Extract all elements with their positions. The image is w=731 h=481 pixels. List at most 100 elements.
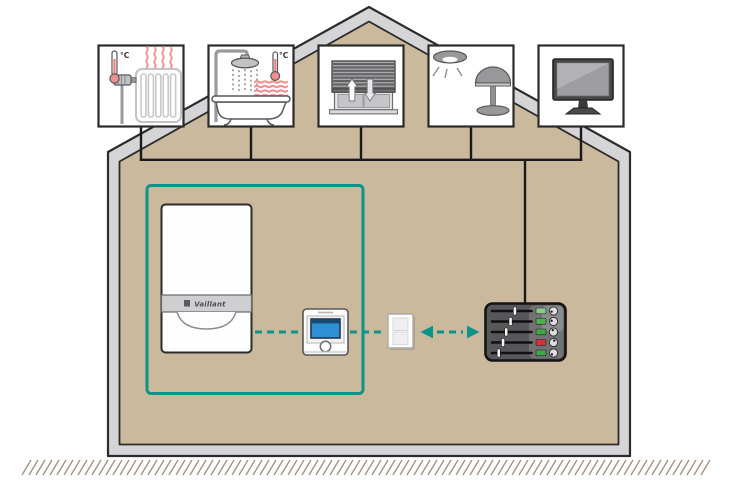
ground-hatch-line xyxy=(371,459,382,476)
knob-indicator-dot xyxy=(551,328,554,332)
ground-hatch-line xyxy=(154,459,165,476)
ground-hatch-line xyxy=(273,459,284,476)
arrowhead-right-icon xyxy=(467,325,480,339)
ground-hatch-line xyxy=(469,459,480,476)
ground-hatch-line xyxy=(413,459,424,476)
ground-hatch-line xyxy=(630,459,641,476)
panel-slider-row xyxy=(490,316,559,327)
venetian-blind xyxy=(331,60,396,93)
ground-hatch-line xyxy=(217,459,228,476)
system-boundary-box xyxy=(145,184,365,395)
ground-hatch-line xyxy=(49,459,60,476)
ground-hatch-line xyxy=(133,459,144,476)
radiator xyxy=(135,68,182,123)
ground-hatch-line xyxy=(287,459,298,476)
ground-hatch-line xyxy=(315,459,326,476)
ground-hatch-line xyxy=(21,459,32,476)
ground-hatch-line xyxy=(203,459,214,476)
ground-hatch-line xyxy=(112,459,123,476)
ground-hatch-line xyxy=(126,459,137,476)
slider-handle xyxy=(501,338,505,347)
monitor xyxy=(552,58,614,115)
ground-hatch-line xyxy=(406,459,417,476)
boiler: Vaillant xyxy=(160,203,253,354)
ground-hatch-line xyxy=(140,459,151,476)
ground-hatch-line xyxy=(560,459,571,476)
ground-hatch-line xyxy=(700,459,711,476)
ground-hatch-line xyxy=(427,459,438,476)
ground-hatch-line xyxy=(581,459,592,476)
ground-hatch-line xyxy=(497,459,508,476)
shower-pipe xyxy=(214,49,249,122)
ground-hatch-line xyxy=(609,459,620,476)
ground-hatch-line xyxy=(161,459,172,476)
rotary-knob xyxy=(548,327,559,337)
ground-hatch-line xyxy=(252,459,263,476)
ground-hatch-line xyxy=(63,459,74,476)
ground-hatch-line xyxy=(532,459,543,476)
ground-hatch-line xyxy=(175,459,186,476)
ground-hatch-line xyxy=(280,459,291,476)
temperature-unit-label: °C xyxy=(120,51,130,60)
radiator-heating-icon: °C xyxy=(97,44,185,128)
ground-hatch-line xyxy=(476,459,487,476)
ground-hatch-line xyxy=(588,459,599,476)
ground-hatch-line xyxy=(574,459,585,476)
ground-hatch-line xyxy=(616,459,627,476)
knob-indicator-dot xyxy=(553,339,556,342)
ground-hatch-line xyxy=(245,459,256,476)
ground-hatch-line xyxy=(455,459,466,476)
ground-hatch-line xyxy=(483,459,494,476)
control-display-header xyxy=(311,319,340,324)
ground-hatch-line xyxy=(182,459,193,476)
vaillant-logo-mark xyxy=(184,300,190,307)
temperature-unit-label: °C xyxy=(279,51,289,60)
status-led xyxy=(535,339,547,346)
ground-hatch-line xyxy=(399,459,410,476)
status-led xyxy=(535,349,547,357)
ground-hatch-line xyxy=(357,459,368,476)
table-lamp xyxy=(474,66,512,116)
rotary-knob xyxy=(548,306,559,316)
slider-handle xyxy=(496,348,501,358)
ground-hatch-line xyxy=(462,459,473,476)
ground-hatch-line xyxy=(294,459,305,476)
ground-hatch-line xyxy=(385,459,396,476)
bus-wiring xyxy=(139,126,583,303)
ground-hatch-line xyxy=(539,459,550,476)
rotary-knob xyxy=(548,316,559,327)
ground-hatch-line xyxy=(28,459,39,476)
ground-hatch-line xyxy=(448,459,459,476)
ground-hatch-line xyxy=(686,459,697,476)
ground-hatch-line xyxy=(77,459,88,476)
ground-hatch-line xyxy=(693,459,704,476)
ground-hatch-line xyxy=(35,459,46,476)
ground-hatch-line xyxy=(665,459,676,476)
panel-slider-row xyxy=(490,337,559,348)
window xyxy=(328,91,399,115)
ground-hatch-line xyxy=(623,459,634,476)
ground-hatch-line xyxy=(567,459,578,476)
knob-indicator-dot xyxy=(550,319,553,322)
slider-handle xyxy=(513,306,517,316)
ground-hatch-line xyxy=(518,459,529,476)
boiler-handle xyxy=(176,311,237,330)
ceiling-lamp xyxy=(432,50,468,79)
brand-label: Vaillant xyxy=(194,301,226,309)
system-control-unit xyxy=(302,308,349,356)
ground-hatch-line xyxy=(336,459,347,476)
switch-rocker-top xyxy=(392,317,409,331)
ground-hatch-line xyxy=(504,459,515,476)
ground-hatch-line xyxy=(98,459,109,476)
ground-hatch-line xyxy=(231,459,242,476)
actuator-panel xyxy=(484,302,567,362)
arrow-down-icon xyxy=(363,78,377,102)
ground-hatch-line xyxy=(168,459,179,476)
knob-indicator-dot xyxy=(550,353,554,356)
shower-head xyxy=(230,54,260,69)
thermometer-icon xyxy=(270,51,281,82)
ground-hatch-line xyxy=(644,459,655,476)
slider-handle xyxy=(508,317,513,326)
wall-switch xyxy=(387,313,415,350)
